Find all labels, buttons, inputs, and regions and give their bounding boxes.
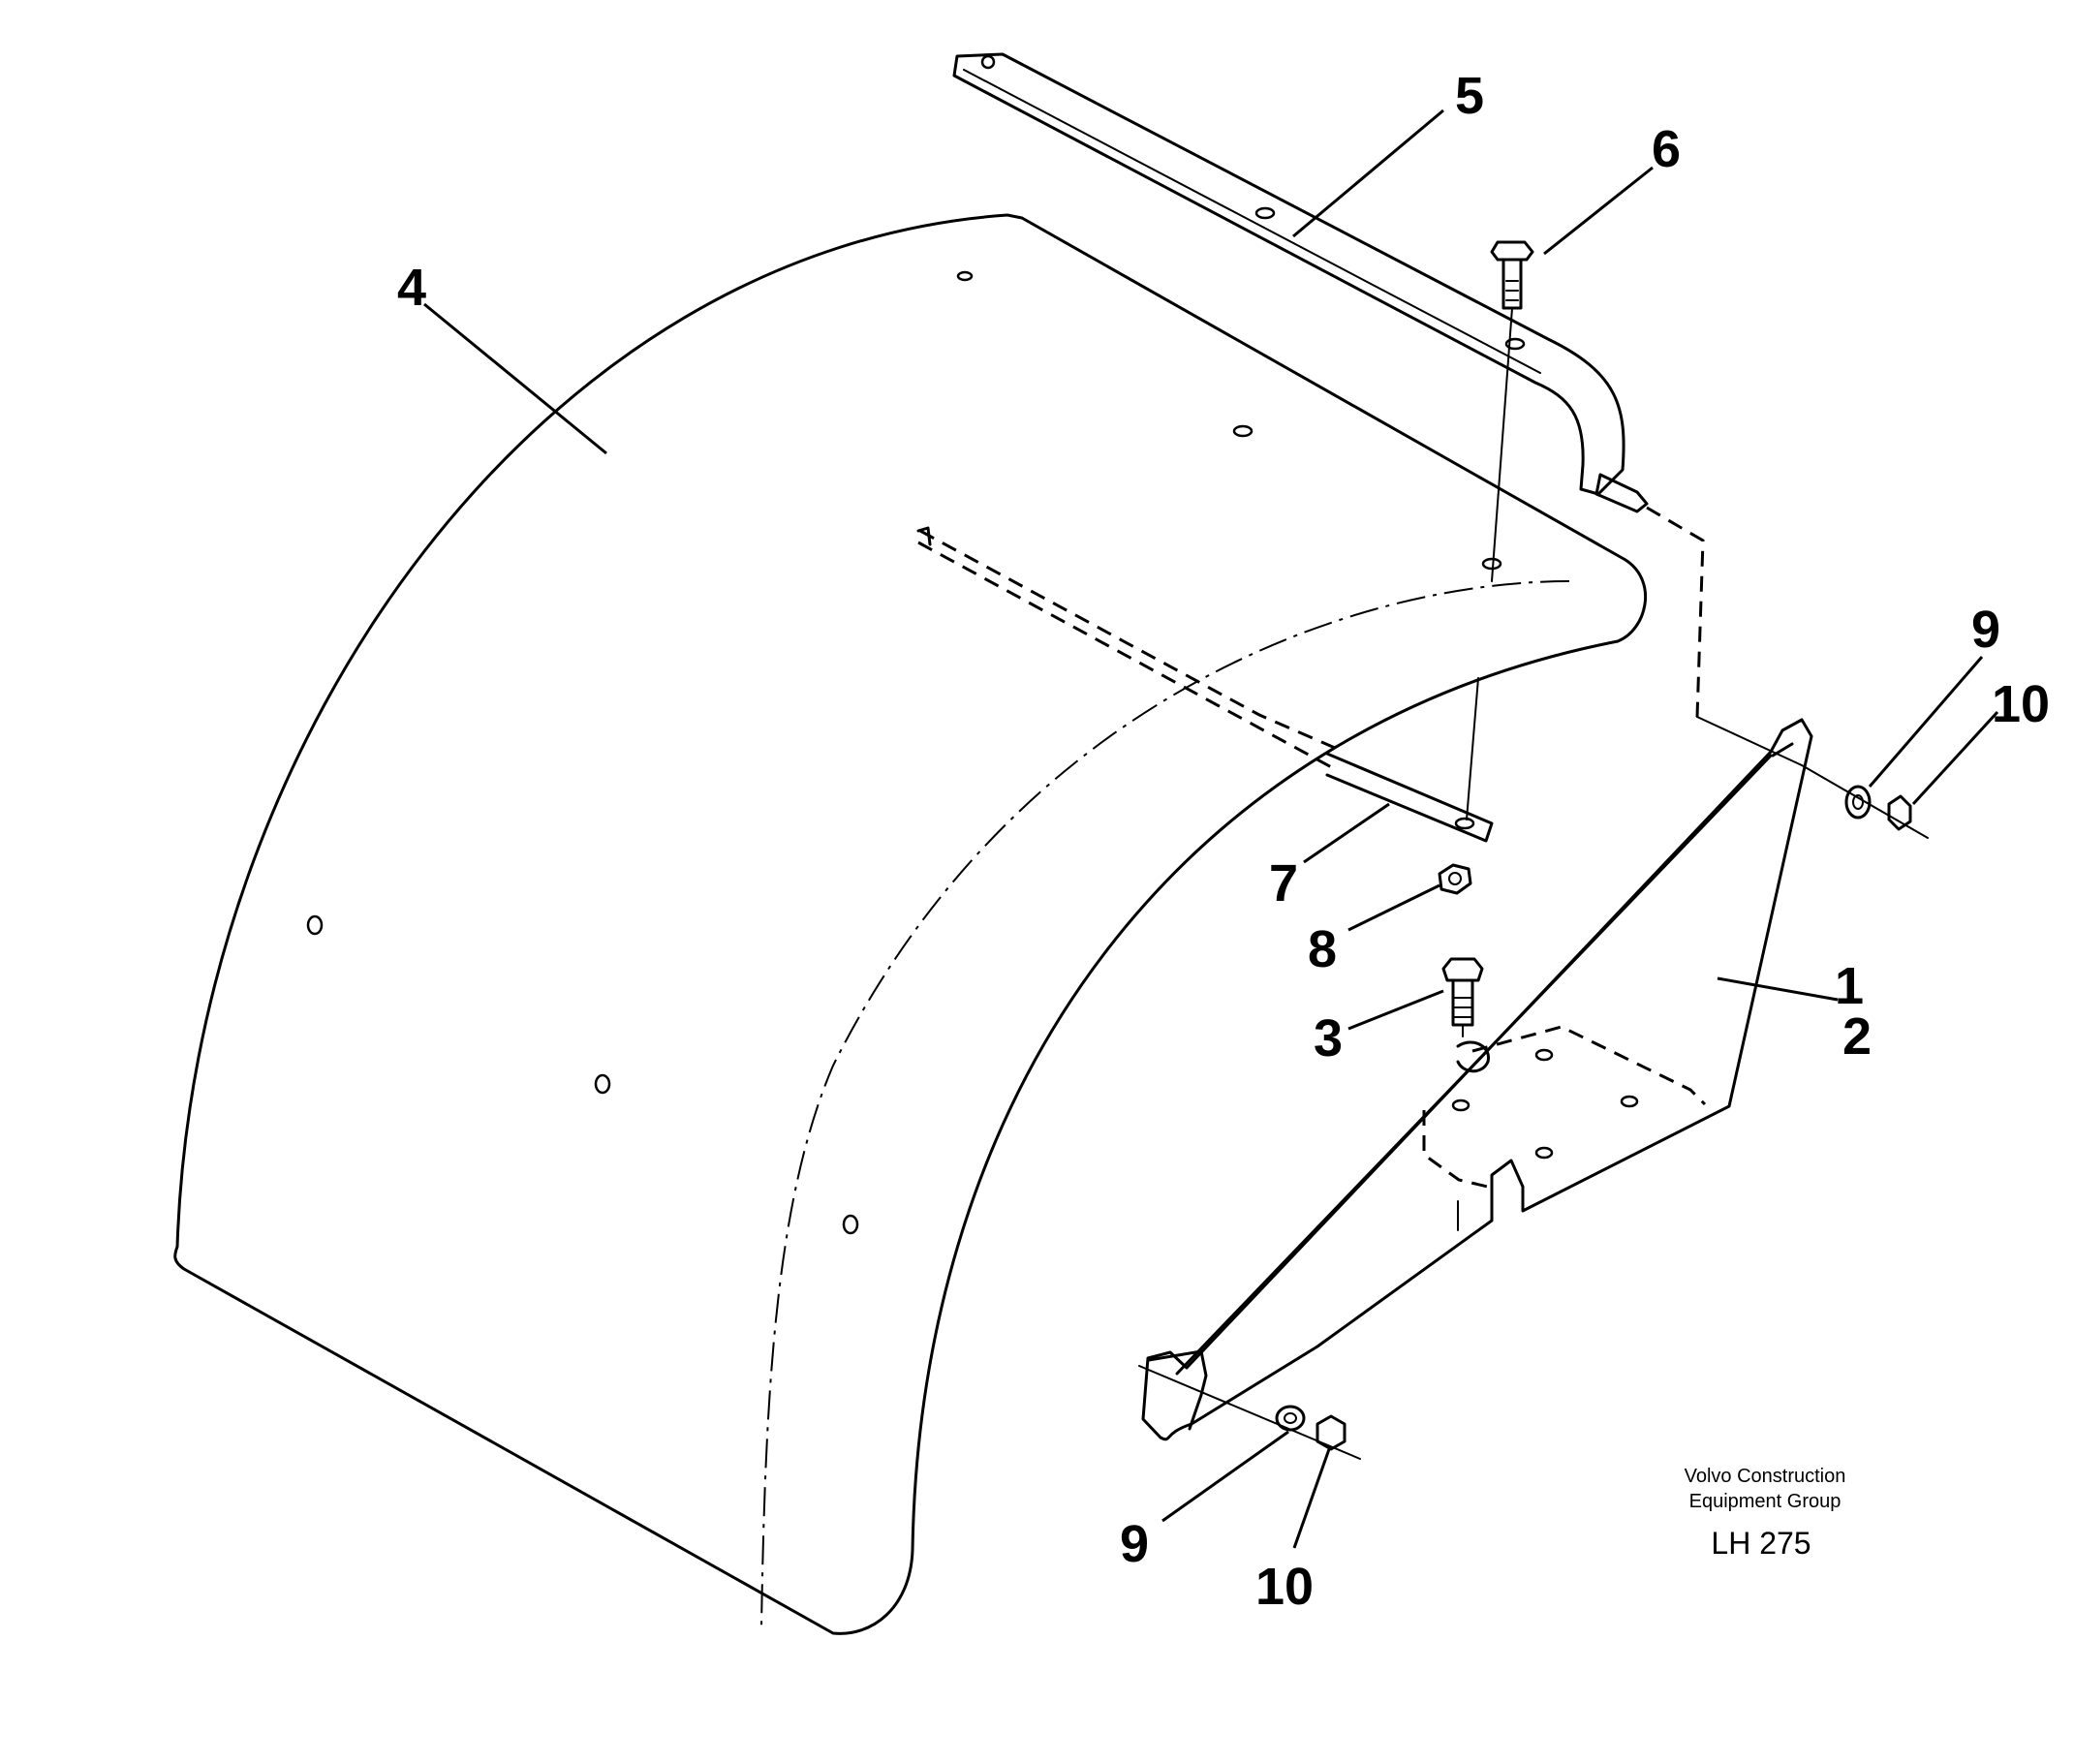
fender-part-4 — [173, 213, 1648, 1635]
bolt-part-6 — [1490, 240, 1534, 582]
callout-10-lower: 10 — [1255, 1558, 1314, 1616]
upper-washer-nut — [1801, 764, 1929, 839]
callout-4: 4 — [397, 259, 426, 317]
callout-6: 6 — [1652, 120, 1681, 178]
lower-washer-nut — [1138, 1365, 1361, 1460]
bolt-part-3 — [1441, 957, 1484, 1037]
bracket-part-1-2 — [1141, 718, 1813, 1441]
side-bolt — [1594, 473, 1803, 766]
lower-strap-part-7 — [916, 526, 1494, 843]
callout-1: 1 — [1835, 957, 1864, 1015]
callout-7: 7 — [1269, 854, 1298, 913]
leader-lines — [423, 108, 1999, 1549]
callout-5: 5 — [1455, 67, 1484, 125]
callout-3: 3 — [1314, 1009, 1343, 1068]
nut-part-8 — [1438, 863, 1472, 895]
caption-block: Volvo Construction Equipment Group LH 27… — [1685, 1466, 1846, 1561]
caption-company-line2: Equipment Group — [1689, 1491, 1842, 1512]
callout-9-lower: 9 — [1120, 1515, 1149, 1573]
callouts: 4 5 6 7 8 3 1 2 9 10 9 10 — [397, 67, 2050, 1616]
upper-strap-part-5 — [952, 52, 1625, 496]
callout-10-upper: 10 — [1992, 675, 2050, 733]
caption-company-line1: Volvo Construction — [1685, 1466, 1846, 1487]
callout-8: 8 — [1308, 920, 1337, 978]
callout-2: 2 — [1842, 1007, 1872, 1066]
callout-9-upper: 9 — [1971, 601, 2000, 659]
caption-figure-code: LH 275 — [1711, 1526, 1811, 1561]
